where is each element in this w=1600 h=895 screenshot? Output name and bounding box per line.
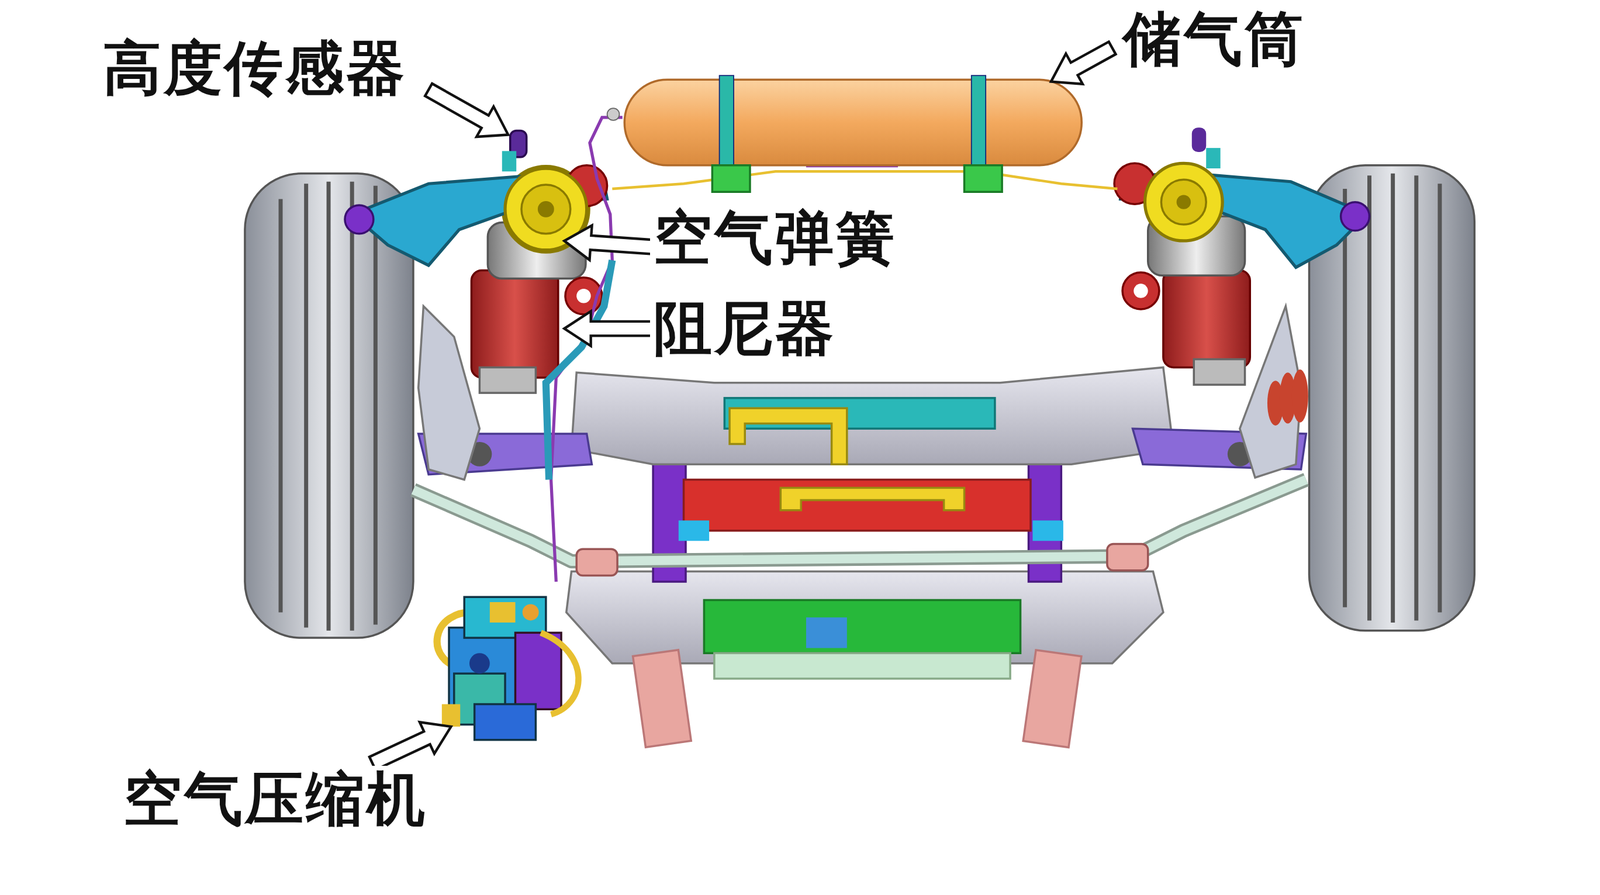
stabilizer-bar bbox=[413, 479, 1306, 562]
callout-arrow bbox=[369, 721, 452, 770]
drive-boot bbox=[1267, 369, 1309, 426]
spring-top-mount bbox=[1176, 194, 1191, 209]
height-sensor bbox=[1205, 147, 1221, 169]
bar-bushing bbox=[576, 548, 618, 576]
callout-arrow bbox=[564, 310, 653, 346]
air-line bbox=[612, 171, 1118, 189]
spring-top-mount bbox=[521, 184, 571, 234]
callout-arrow bbox=[424, 83, 509, 137]
height-sensor bbox=[502, 150, 517, 172]
air-line bbox=[545, 260, 613, 480]
height-sensor bbox=[1191, 127, 1206, 152]
part-label: 阻尼器 bbox=[650, 295, 840, 362]
callout-arrow bbox=[564, 225, 654, 261]
part-label: 储气筒 bbox=[1119, 5, 1309, 73]
part-label: 高度传感器 bbox=[99, 35, 411, 102]
spring-top-mount bbox=[1144, 163, 1223, 241]
spring-top-mount bbox=[1160, 179, 1206, 225]
ball-joint bbox=[344, 205, 374, 234]
ball-joint bbox=[1341, 202, 1370, 231]
stabilizer-bar bbox=[413, 479, 1306, 562]
air-compressor bbox=[437, 596, 579, 740]
air-tank bbox=[607, 75, 1083, 192]
part-label: 空气压缩机 bbox=[119, 765, 431, 833]
part-label: 空气弹簧 bbox=[650, 204, 901, 272]
callout-arrow bbox=[1051, 41, 1116, 84]
spring-top-mount bbox=[537, 201, 555, 218]
air-line bbox=[551, 117, 623, 582]
bar-bushing bbox=[1107, 543, 1149, 570]
